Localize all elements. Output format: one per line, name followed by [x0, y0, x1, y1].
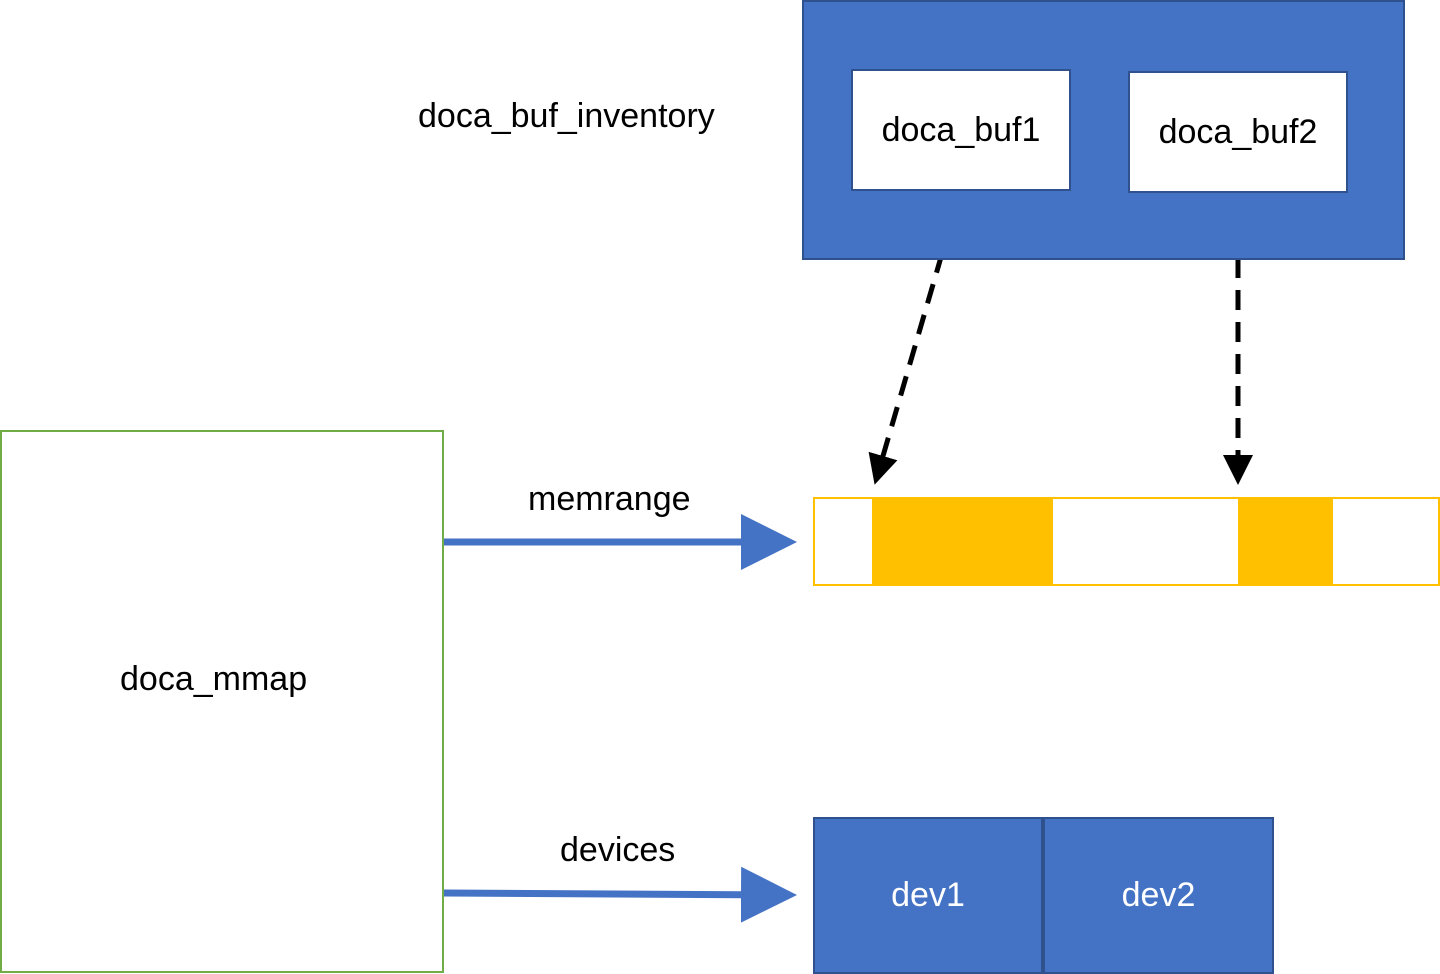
memrange-label: memrange — [528, 480, 691, 518]
doca-buf2-box: doca_buf2 — [1128, 71, 1348, 193]
memrange-bar — [813, 497, 1440, 586]
doca-mmap-box — [0, 430, 444, 973]
devices-label: devices — [560, 831, 676, 869]
dev1-box: dev1 — [813, 817, 1043, 974]
doca-mmap-label: doca_mmap — [120, 660, 308, 698]
buf2-memory-segment — [1238, 499, 1333, 584]
buf1-memory-segment — [872, 499, 1053, 584]
inventory-label: doca_buf_inventory — [418, 97, 715, 135]
doca-buf1-box: doca_buf1 — [851, 69, 1071, 191]
dev2-box: dev2 — [1043, 817, 1274, 974]
devices-arrow — [443, 866, 797, 923]
